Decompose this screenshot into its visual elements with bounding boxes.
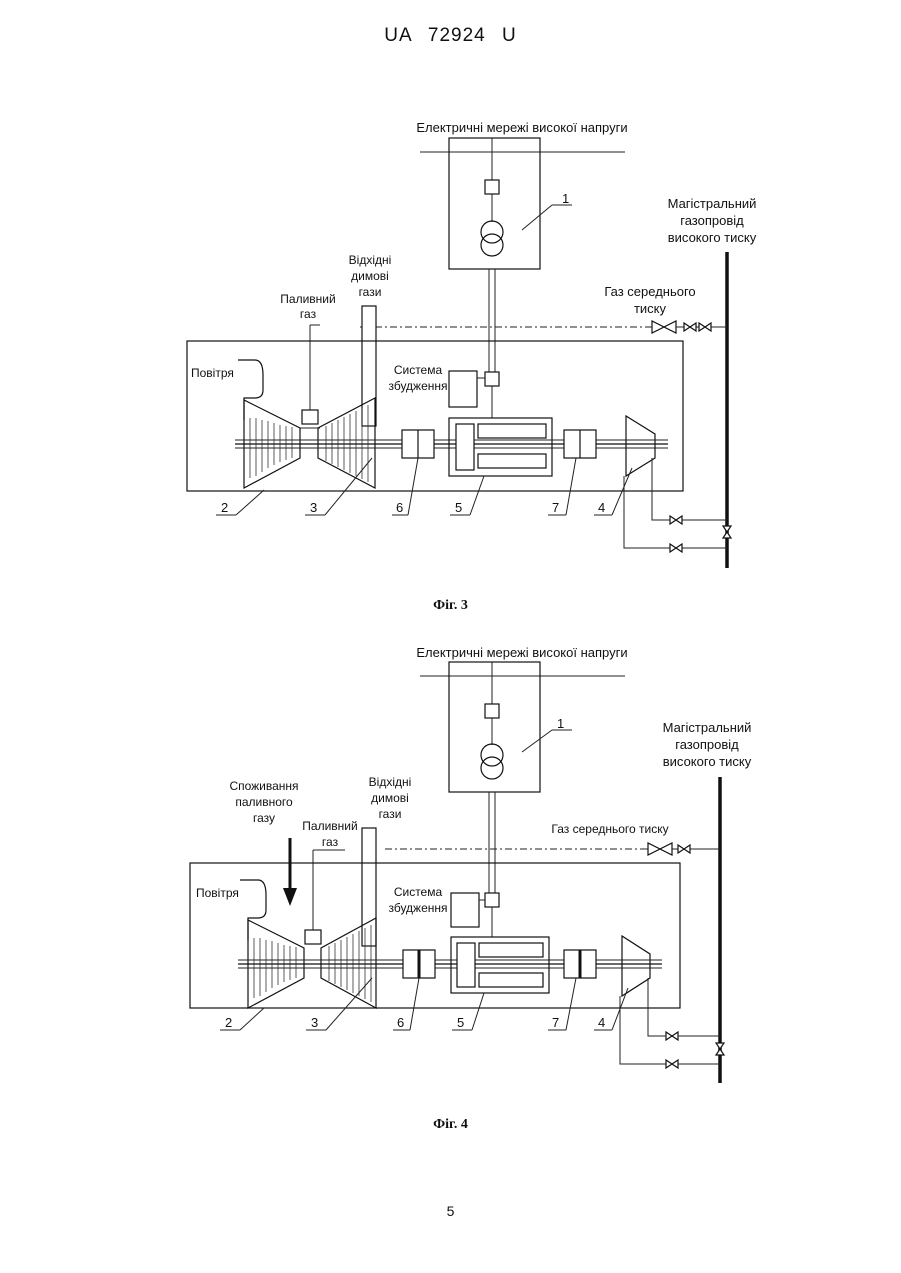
excitation-system [449,371,477,407]
coupling-6 [403,950,435,978]
exhaust-label-1: Відхідні [369,775,412,789]
air-label: Повітря [191,366,234,380]
label-1: 1 [562,191,569,206]
exhaust-stack [362,306,376,426]
combustion-chamber [302,410,318,424]
consumption-label-3: газу [253,811,275,825]
compressor-discharge-pipe [648,978,720,1036]
gas-turbine-unit-frame [190,863,680,1008]
main-pipeline-label-1: Магістральний [663,720,752,735]
grid-label: Електричні мережі високої напруги [416,645,627,660]
label-1: 1 [557,716,564,731]
transformer-coil-upper [481,221,503,243]
excitation-label-1: Система [394,363,443,377]
fuel-gas-label-2: газ [300,307,317,321]
gas-compressor [622,936,650,996]
label-7: 7 [552,1015,559,1030]
generator [451,937,549,993]
compressor-discharge-pipe [652,458,727,520]
exhaust-stack [362,828,376,946]
compressor-blades [254,938,296,998]
consumption-label-2: паливного [235,795,293,809]
exhaust-label-3: гази [379,807,402,821]
valve-suction [666,1060,678,1068]
breaker-bottom [485,372,499,386]
leader-1 [522,205,552,230]
transformer-coil-lower [481,234,503,256]
medium-gas-label-2: тиску [634,301,667,316]
coupling-7 [564,950,596,978]
gas-turbine [321,918,376,1008]
air-intake [240,880,266,940]
fuel-gas-label-2: газ [322,835,339,849]
label-2: 2 [221,500,228,515]
main-pipeline-label-3: високого тиску [668,230,757,245]
gas-valve-a [652,321,676,333]
exhaust-label-2: димові [371,791,409,805]
generator-exciter [457,943,475,987]
valve-discharge [670,516,682,524]
transformer-coil-upper [481,744,503,766]
label-5: 5 [457,1015,464,1030]
main-pipeline-label-1: Магістральний [668,196,757,211]
figure-3-caption: Фіг. 3 [0,598,901,614]
excitation-label-1: Система [394,885,443,899]
air-intake [238,360,263,420]
stator-upper [479,943,543,957]
turbine-blades [329,925,371,1002]
compressor-suction-pipe [624,476,727,548]
stator-lower [479,973,543,987]
consumption-label-1: Споживання [229,779,298,793]
transformer-coil-lower [481,757,503,779]
main-pipeline-label-3: високого тиску [663,754,752,769]
transformer-enclosure [449,662,540,792]
exhaust-label-1: Відхідні [349,253,392,267]
label-3: 3 [310,500,317,515]
label-2: 2 [225,1015,232,1030]
fuel-gas-label-1: Паливний [280,292,335,306]
grid-label: Електричні мережі високої напруги [416,120,627,135]
generator-exciter [456,424,474,470]
medium-gas-label-1: Газ середнього [604,284,695,299]
gas-compressor [626,416,655,476]
exhaust-label-3: гази [359,285,382,299]
combustion-chamber [305,930,321,944]
breaker-bottom [485,893,499,907]
label-4: 4 [598,500,605,515]
exhaust-label-2: димові [351,269,389,283]
figure-3-diagram: Електричні мережі високої напруги 1 Магі… [0,0,901,620]
consumption-arrow-head [283,888,297,906]
medium-gas-label: Газ середнього тиску [551,822,668,836]
compressor-suction-pipe [620,996,720,1064]
breaker-top [485,704,499,718]
label-3: 3 [311,1015,318,1030]
transformer-enclosure [449,138,540,269]
gas-valve-c [699,323,711,331]
gas-valve-b [678,845,690,853]
stator-lower [478,454,546,468]
label-5: 5 [455,500,462,515]
compressor [248,920,304,1008]
valve-discharge [666,1032,678,1040]
air-label: Повітря [196,886,239,900]
valve-pipeline [716,1043,724,1055]
stator-upper [478,424,546,438]
fuel-gas-label-1: Паливний [302,819,357,833]
label-6: 6 [396,500,403,515]
label-4: 4 [598,1015,605,1030]
breaker-top [485,180,499,194]
gas-valve-b [684,323,696,331]
page-number: 5 [0,1203,901,1219]
excitation-label-2: збудження [388,379,447,393]
main-pipeline-label-2: газопровід [680,213,744,228]
label-7: 7 [552,500,559,515]
figure-4-caption: Фіг. 4 [0,1117,901,1133]
excitation-label-2: збудження [388,901,447,915]
excitation-system [451,893,479,927]
valve-suction [670,544,682,552]
gas-valve-a [648,843,672,855]
valve-pipeline [723,526,731,538]
label-6: 6 [397,1015,404,1030]
main-pipeline-label-2: газопровід [675,737,739,752]
